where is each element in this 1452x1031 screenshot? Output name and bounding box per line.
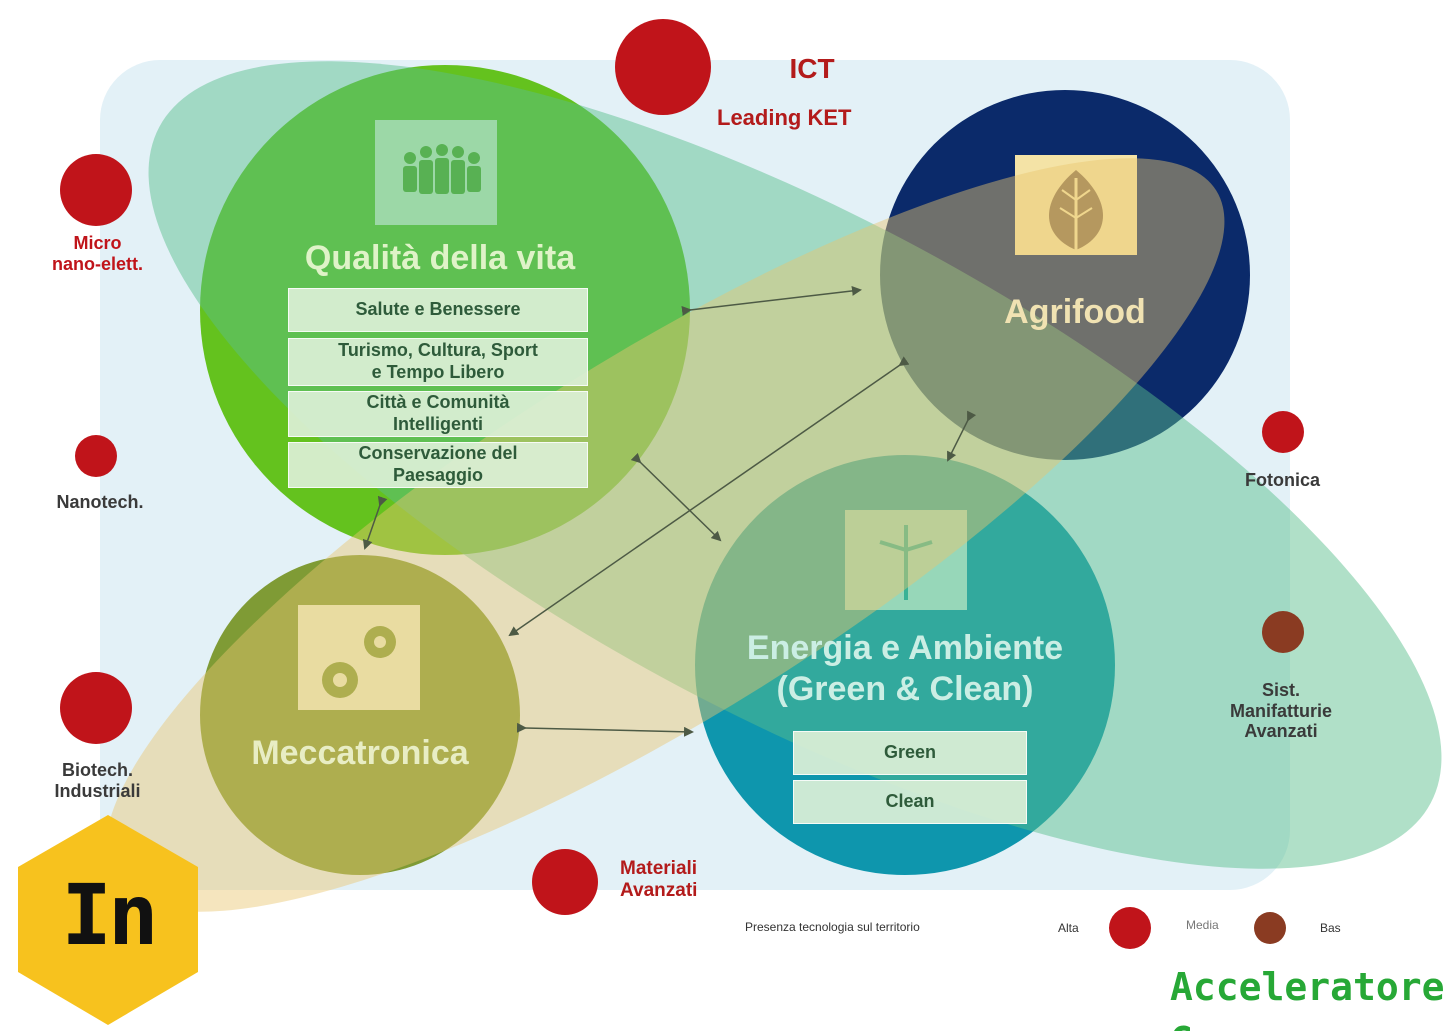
meccatronica-title: Meccatronica — [251, 734, 469, 772]
agrifood-title: Agrifood — [1004, 293, 1146, 331]
gears-icon-tile — [298, 605, 420, 710]
ict-subtitle: Leading KET — [717, 105, 852, 131]
ict-title: ICT — [789, 52, 835, 84]
agrifood-circle — [880, 90, 1250, 460]
micro-label: Micro nano-elett. — [51, 233, 143, 274]
arrow-qualita-meccatronica — [362, 495, 388, 550]
nanotech-label: Nanotech. — [56, 492, 144, 512]
people-icon — [403, 144, 481, 194]
nanotech-dot — [75, 435, 117, 477]
arrow-agrifood-energia — [947, 410, 977, 462]
gears-icon — [322, 626, 396, 698]
biotech-dot — [60, 672, 132, 744]
accelerator-line2: Green — [1170, 1014, 1452, 1031]
arrow-qualita-agrifood — [681, 285, 862, 316]
fotonica-label: Fotonica — [1245, 470, 1320, 490]
micro-dot — [60, 154, 132, 226]
arrow-meccatronica-energia — [516, 722, 694, 737]
legend-level-bassa: Bas — [1320, 921, 1341, 935]
legend-level-alta: Alta — [1058, 921, 1079, 935]
qualita-item-citta: Città e Comunità Intelligenti — [288, 391, 588, 437]
energia-item-clean: Clean — [793, 780, 1027, 824]
qualita-item-conservazione: Conservazione del Paesaggio — [288, 442, 588, 488]
sist-label: Sist. Manifatturie Avanzati — [1229, 680, 1332, 742]
leaf-icon — [1049, 170, 1103, 252]
fotonica-dot — [1262, 411, 1304, 453]
in-badge-hexagon — [18, 815, 198, 1025]
legend-caption: Presenza tecnologia sul territorio — [745, 920, 920, 934]
materiali-dot — [532, 849, 598, 915]
arrow-agrifood-meccatronica — [508, 356, 910, 637]
materiali-label: Materiali Avanzati — [620, 858, 698, 901]
ict-dot — [615, 19, 711, 115]
accelerator-title: Acceleratore Green — [1170, 960, 1452, 1031]
ict-label: ICT Leading KET — [712, 32, 912, 152]
qualita-item-salute: Salute e Benessere — [288, 288, 588, 332]
legend-dot-alta — [1109, 907, 1151, 949]
legend-level-media: Media — [1186, 918, 1219, 932]
legend-dot-media — [1254, 912, 1286, 944]
meccatronica-circle — [200, 555, 520, 875]
sist-dot — [1262, 611, 1304, 653]
qualita-title: Qualità della vita — [304, 239, 576, 277]
energia-title: Energia e Ambiente (Green & Clean) — [746, 629, 1064, 708]
accelerator-line1: Acceleratore — [1170, 965, 1445, 1009]
in-badge-text: In — [61, 866, 158, 964]
qualita-item-turismo: Turismo, Cultura, Sport e Tempo Libero — [288, 338, 588, 386]
biotech-label: Biotech. Industriali — [54, 760, 141, 801]
energia-item-green: Green — [793, 731, 1027, 775]
